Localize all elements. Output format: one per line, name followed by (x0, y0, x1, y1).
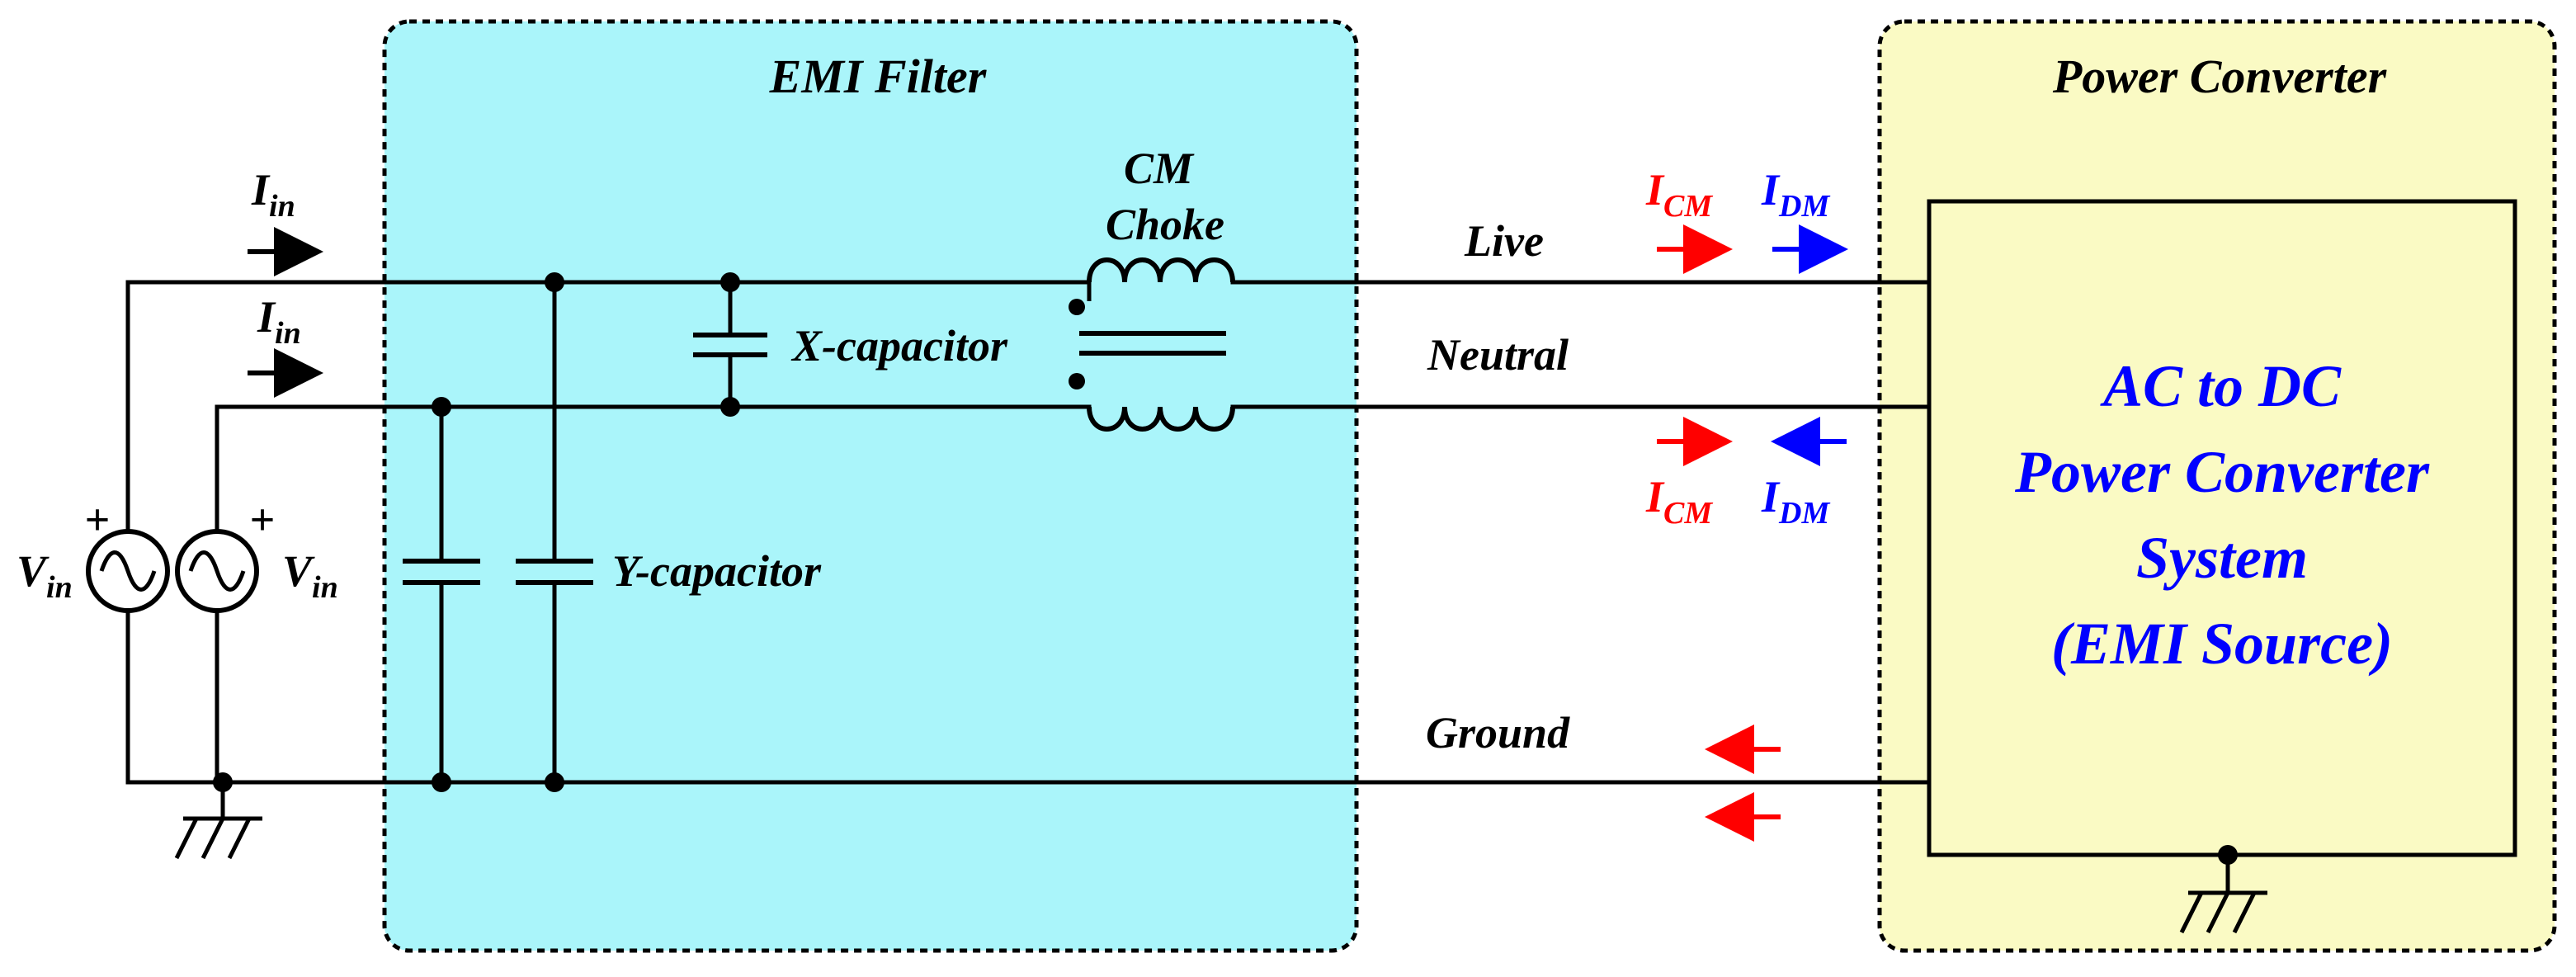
vin-label-right: Vin (282, 546, 338, 605)
converter-line3: System (2136, 525, 2308, 591)
ac-source-icon (175, 529, 259, 613)
live-label: Live (1464, 216, 1544, 266)
cm-choke-label-line2: Choke (1106, 200, 1224, 249)
ac-source-icon (86, 529, 170, 613)
capacitor-icon (403, 404, 480, 785)
iin-label-bottom: Iin (257, 292, 301, 351)
iin-label-top: Iin (251, 165, 295, 224)
converter-line1: AC to DC (2100, 353, 2342, 419)
neutral-label: Neutral (1427, 330, 1569, 380)
choke-core (1079, 331, 1226, 356)
ground-icon (2179, 890, 2267, 934)
plus-sign: + (85, 495, 111, 545)
vin-label-left: Vin (17, 546, 73, 605)
inductor-icon (1087, 406, 1235, 432)
icm-label-top: ICM (1645, 165, 1713, 224)
inductor-icon (1087, 257, 1235, 301)
icm-label-bottom: ICM (1645, 472, 1713, 531)
cm-choke-label-line1: CM (1124, 144, 1195, 193)
power-converter-title: Power Converter (2052, 50, 2387, 103)
y-capacitor-label: Y-capacitor (612, 546, 822, 596)
wires (125, 280, 2230, 894)
x-capacitor-label: X-capacitor (790, 321, 1008, 371)
ground-label: Ground (1426, 708, 1570, 758)
junction-dots (213, 272, 2238, 865)
idm-label-bottom: IDM (1761, 472, 1830, 531)
converter-box (1927, 199, 2517, 857)
emi-filter-block (382, 19, 1359, 953)
converter-line4: (EMI Source) (2051, 611, 2393, 677)
idm-label-top: IDM (1761, 165, 1830, 224)
capacitor-icon (516, 280, 593, 785)
emi-filter-title: EMI Filter (769, 50, 987, 103)
ground-icon (174, 816, 262, 860)
converter-line2: Power Converter (2014, 439, 2430, 505)
plus-sign: + (250, 495, 276, 545)
